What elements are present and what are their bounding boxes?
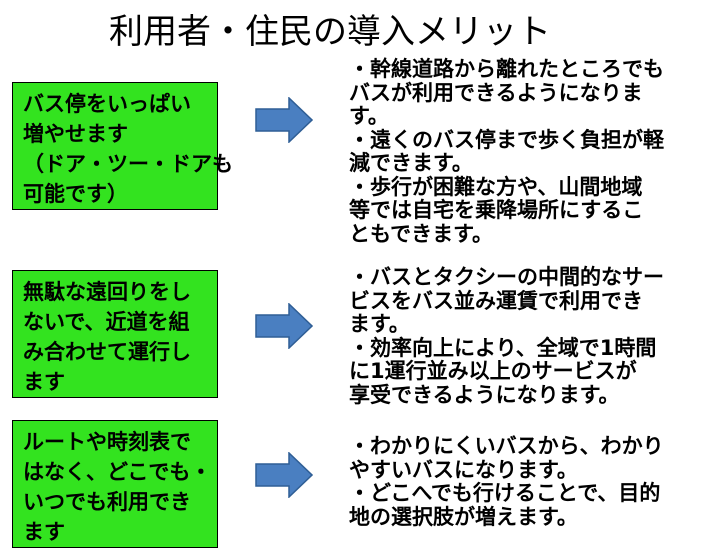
benefit-box-line: ないで、近道を組 — [23, 310, 190, 334]
description-line: ます。 — [349, 312, 410, 336]
slide-title: 利用者・住民の導入メリット — [109, 12, 551, 52]
description-line: 地の選択肢が増えます。 — [349, 504, 578, 529]
description-line: 享受できるようになります。 — [349, 382, 620, 407]
description-line: ・バスとタクシーの中間的なサー — [349, 265, 664, 289]
description-line: ビスをバス並み運賃で利用でき — [349, 288, 643, 313]
benefit-box-line: いつでも利用でき — [23, 490, 191, 514]
description-line: ・歩行が困難な方や、山間地域 — [349, 174, 643, 199]
description-line: 等では自宅を乗降場所にするこ — [349, 198, 644, 222]
description-line: やすいバスになります。 — [349, 457, 578, 482]
description-line: に1運行並み以上のサービスが — [349, 359, 637, 383]
benefit-box-line: バス停をいっぱい — [23, 92, 191, 116]
benefit-box-direct-route: 無駄な遠回りをし ないで、近道を組 み合わせて運行し ます — [12, 270, 218, 398]
benefit-box-line: 増やせます — [23, 122, 128, 146]
description-line: 減できます。 — [349, 151, 473, 175]
benefit-box-line: み合わせて運行し — [23, 340, 191, 364]
benefit-box-anytime-anywhere: ルートや時刻表で はなく、どこでも・ いつでも利用でき ます — [12, 420, 218, 548]
description-line: ・どこへでも行けることで、目的 — [349, 481, 661, 505]
right-arrow-icon — [255, 452, 313, 498]
benefit-box-line: ます — [23, 370, 65, 394]
benefit-description: ・わかりにくいバスから、わかり やすいバスになります。 ・どこへでも行けることで… — [349, 434, 701, 529]
benefit-box-line: （ドア・ツー・ドアも — [23, 152, 233, 176]
benefit-box-line: はなく、どこでも・ — [23, 460, 212, 484]
description-line: す。 — [349, 104, 389, 128]
benefit-box-more-stops: バス停をいっぱい 増やせます （ドア・ツー・ドアも 可能です） — [12, 82, 233, 210]
benefit-box-line: 無駄な遠回りをし — [23, 280, 191, 304]
description-line: ・幹線道路から離れたところでも — [349, 57, 664, 81]
benefit-box-line: ルートや時刻表で — [23, 430, 191, 454]
description-line: ともできます。 — [349, 221, 494, 246]
description-line: ・遠くのバス停まで歩く負担が軽 — [349, 127, 664, 152]
description-line: ・わかりにくいバスから、わかり — [349, 434, 664, 458]
right-arrow-icon — [255, 303, 313, 349]
description-line: ・効率向上により、全域で1時間 — [349, 335, 657, 360]
right-arrow-icon — [255, 97, 313, 143]
benefit-description: ・バスとタクシーの中間的なサー ビスをバス並み運賃で利用でき ます。 ・効率向上… — [349, 265, 701, 407]
benefit-description: ・幹線道路から離れたところでも バスが利用できるようになりま す。 ・遠くのバス… — [349, 57, 701, 246]
benefit-box-line: 可能です） — [23, 182, 128, 206]
description-line: バスが利用できるようになりま — [349, 80, 643, 105]
benefit-box-line: ます — [23, 520, 65, 544]
